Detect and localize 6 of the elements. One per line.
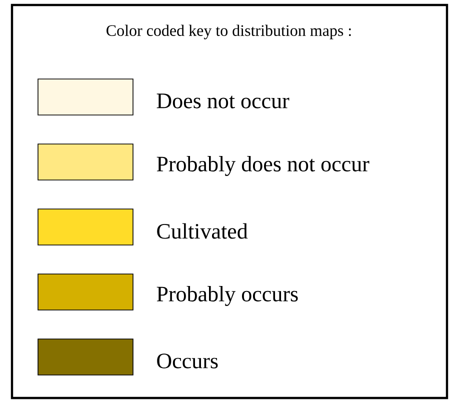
legend-label: Cultivated xyxy=(157,223,248,239)
legend-label: Probably does not occur xyxy=(156,156,370,176)
legend-label: Occurs xyxy=(157,354,218,368)
legend-title: Color coded key to distribution maps : xyxy=(106,24,351,40)
legend-label: Probably occurs xyxy=(156,286,298,306)
legend-label: Does not occur xyxy=(156,94,290,108)
